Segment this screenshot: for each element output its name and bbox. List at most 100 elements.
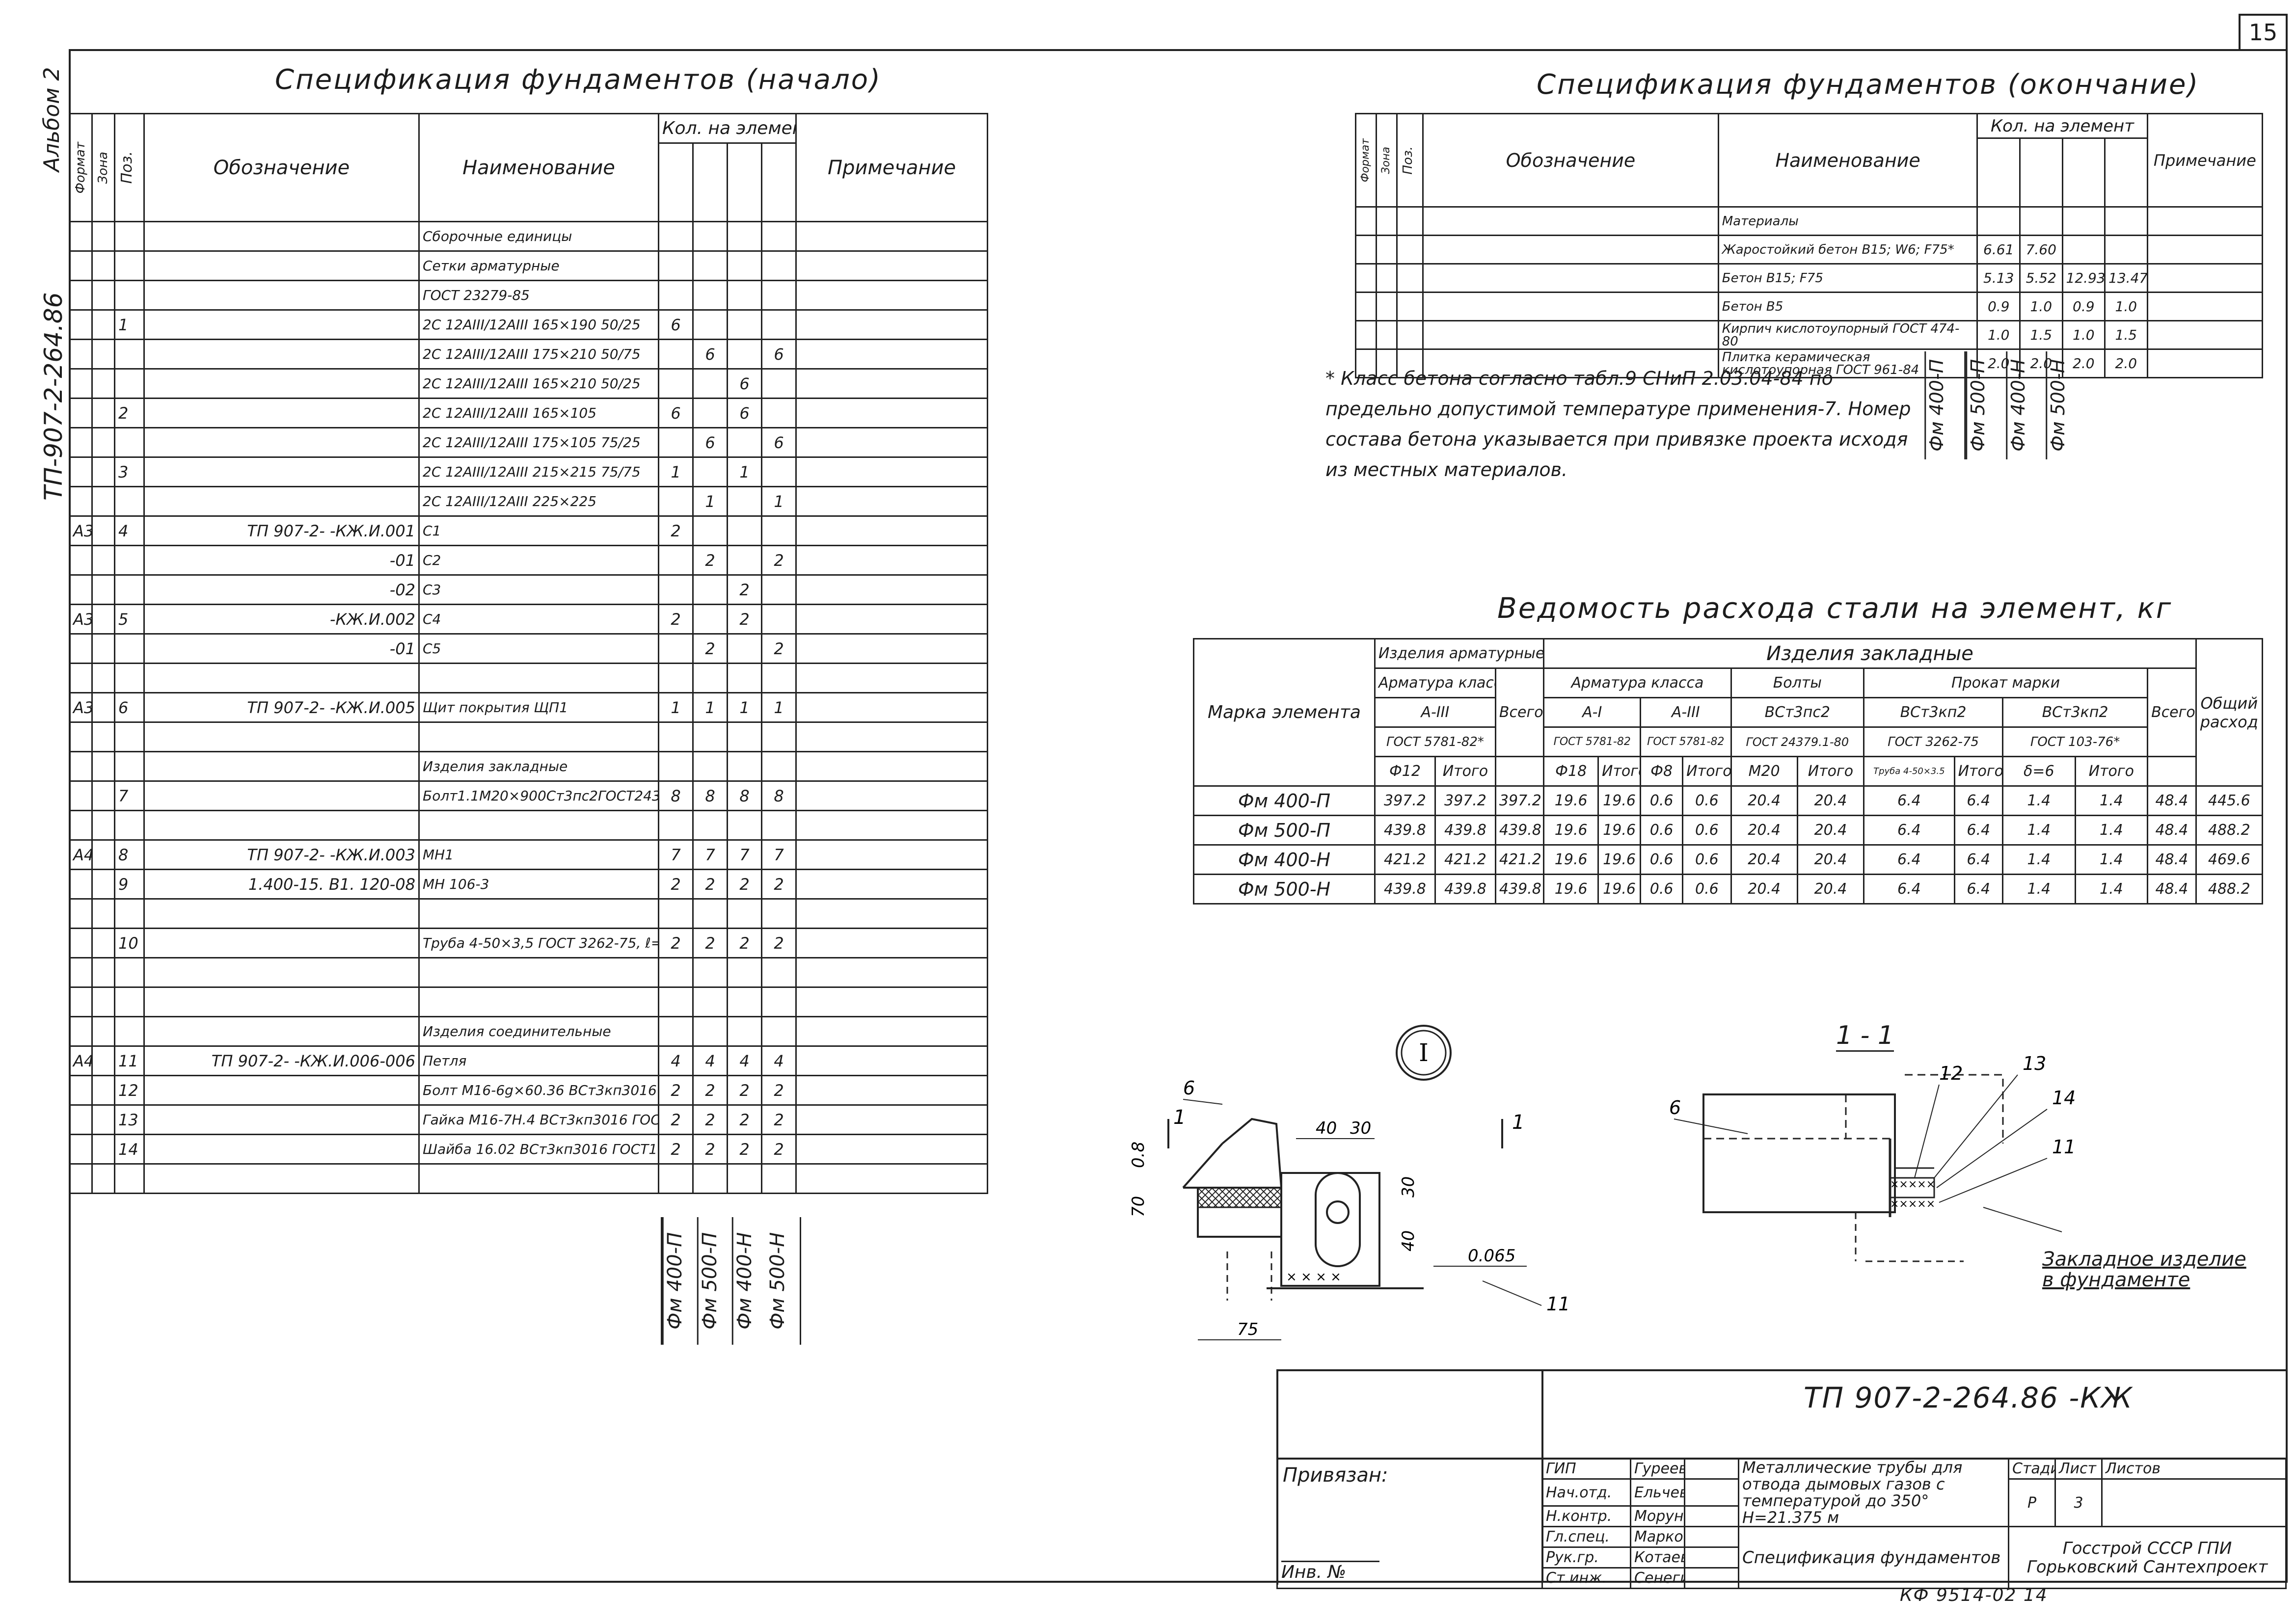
steel-cell-value: 1.4 [2074, 815, 2149, 846]
stage-value: Р [2008, 1478, 2056, 1527]
steel-h-d18: Ф18 [1543, 756, 1599, 787]
spec1-cell-qty [692, 221, 728, 252]
spec1-cell-note [795, 1163, 989, 1194]
steel-h-a3: А-III [1374, 697, 1496, 728]
steel-cell-value: 439.8 [1434, 874, 1496, 905]
spec1-cell-format [69, 250, 93, 281]
spec1-cell-designation [143, 986, 420, 1017]
spec1-cell-qty [658, 486, 694, 517]
spec1-cell-qty: 2 [692, 869, 728, 900]
steel-cell-value: 439.8 [1434, 815, 1496, 846]
spec1-cell-qty: 2 [692, 928, 728, 958]
spec1-cell-qty [692, 751, 728, 782]
steel-h-overall: Общий расход [2195, 638, 2264, 787]
spec2-cell-name: Жаростойкий бетон В15; W6; F75* [1717, 235, 1978, 265]
spec1-cell-name: 2С 12АIII/12АIII 165×105 [418, 398, 659, 428]
spec1-cell-qty: 2 [760, 869, 797, 900]
steel-cell-value: 19.6 [1543, 815, 1599, 846]
spec1-cell-designation [143, 427, 420, 458]
spec1-cell-zone [91, 663, 115, 693]
node-label: I [1419, 1038, 1429, 1067]
section-label: 1 - 1 [1836, 1021, 1894, 1052]
spec1-cell-pos [114, 898, 145, 929]
spec1-element-labels: Фм 400-П Фм 500-П Фм 400-Н Фм 500-Н [661, 1217, 801, 1345]
steel-title: Ведомость расхода стали на элемент, кг [1497, 591, 2173, 625]
spec1-cell-pos: 5 [114, 604, 145, 635]
spec1-cell-qty: 8 [658, 780, 694, 811]
spec1-cell-qty: 6 [760, 339, 797, 370]
spec1-cell-format: А3 [69, 515, 93, 546]
spec2-cell-qty [2061, 206, 2106, 236]
spec1-cell-designation [143, 1134, 420, 1165]
dim-70: 70 [1129, 1196, 1148, 1217]
steel-cell-value: 6.4 [1863, 844, 1955, 875]
person-name: Ельчевский [1630, 1478, 1685, 1507]
spec1-cell-qty: 2 [692, 545, 728, 576]
spec2-h-pos: Поз. [1396, 113, 1424, 208]
node-circle [1396, 1025, 1452, 1081]
spec1-cell-designation [143, 1163, 420, 1194]
spec1-cell-qty [727, 986, 762, 1017]
spec1-cell-zone [91, 869, 115, 900]
spec1-cell-note [795, 780, 989, 811]
spec1-cell-zone [91, 398, 115, 428]
spec1-cell-format [69, 221, 93, 252]
callout-13: 13 [2023, 1055, 2046, 1074]
spec1-cell-pos [114, 751, 145, 782]
spec1-cell-qty: 2 [727, 574, 762, 605]
spec1-cell-name [418, 898, 659, 929]
steel-cell-value: 0.6 [1640, 785, 1684, 816]
spec1-cell-zone [91, 751, 115, 782]
steel-h-rebar-class: Арматура класса [1374, 667, 1496, 698]
steel-cell-value: 6.4 [1953, 785, 2003, 816]
spec1-cell-format [69, 898, 93, 929]
steel-h-total: Итого [1434, 756, 1496, 787]
spec1-row: Изделия закладные [69, 751, 989, 782]
steel-h-mark: Марка элемента [1193, 638, 1376, 787]
spec1-cell-qty [692, 810, 728, 841]
steel-h-gost24379: ГОСТ 24379.1-80 [1730, 726, 1865, 757]
spec1-cell-qty [658, 280, 694, 311]
steel-cell-value: 20.4 [1796, 785, 1865, 816]
spec1-cell-note [795, 957, 989, 988]
steel-cell-value: 20.4 [1796, 815, 1865, 846]
spec1-cell-qty [727, 957, 762, 988]
spec2-title: Спецификация фундаментов (окончание) [1537, 69, 2200, 101]
spec1-cell-designation [143, 780, 420, 811]
spec1-element-label: Фм 500-П [697, 1217, 732, 1345]
spec1-cell-designation: ТП 907-2- -КЖ.И.003 [143, 839, 420, 870]
organization: Госстрой СССР ГПИ Горьковский Сантехпрое… [2008, 1526, 2287, 1589]
spec1-cell-qty: 8 [760, 780, 797, 811]
steel-cell-value: 0.6 [1682, 874, 1732, 905]
spec1-cell-qty: 6 [727, 368, 762, 399]
spec1-cell-name: 2С 12АIII/12АIII 175×210 50/75 [418, 339, 659, 370]
spec2-cell-qty: 0.9 [2061, 292, 2106, 321]
steel-h-rebar-items: Изделия арматурные [1374, 638, 1545, 669]
spec1-cell-qty [692, 574, 728, 605]
spec1-h-name: Наименование [418, 113, 659, 222]
spec1-cell-pos [114, 721, 145, 752]
spec1-cell-designation: ТП 907-2- -КЖ.И.006-006 [143, 1045, 420, 1076]
spec1-cell-qty [727, 427, 762, 458]
spec2-h-name: Наименование [1717, 113, 1978, 208]
spec2-cell-format [1354, 235, 1378, 265]
spec1-cell-note [795, 574, 989, 605]
spec1-cell-note [795, 986, 989, 1017]
spec1-title: Спецификация фундаментов (начало) [275, 64, 882, 96]
steel-h-delta: δ=6 [2001, 756, 2076, 787]
spec2-cell-qty [2104, 206, 2148, 236]
spec1-row [69, 898, 989, 929]
spec1-cell-note [795, 1075, 989, 1106]
spec1-cell-qty: 2 [727, 1134, 762, 1165]
steel-cell-value: 1.4 [2001, 785, 2076, 816]
steel-h-rolled: Прокат марки [1863, 667, 2149, 698]
spec1-cell-name: Шайба 16.02 ВСт3кп3016 ГОСТ11371-78* [418, 1134, 659, 1165]
